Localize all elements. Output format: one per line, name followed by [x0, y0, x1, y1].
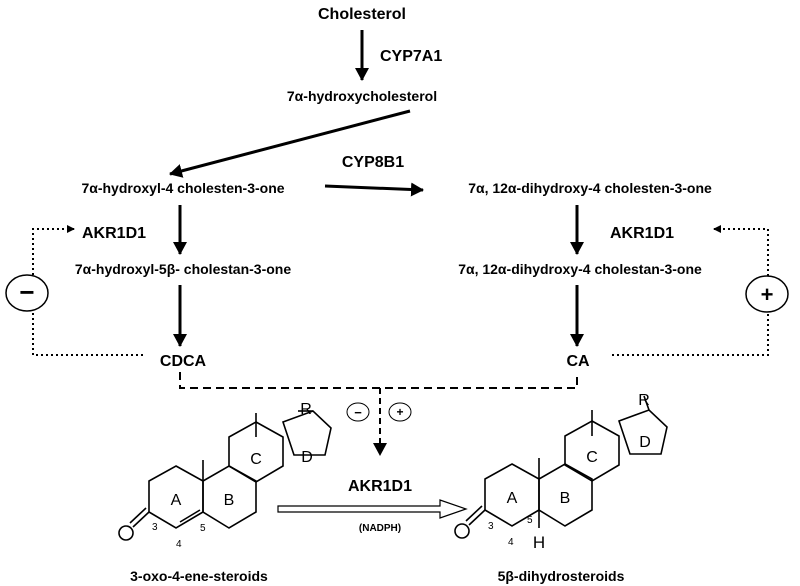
position-4-left: 4 [176, 539, 182, 550]
position-4-right: 4 [508, 537, 514, 548]
ring-b-right: B [560, 490, 571, 507]
node-7a-hydroxyl-4-cholesten-3-one: 7α-hydroxyl-4 cholesten-3-one [81, 180, 284, 196]
position-3-left: 3 [152, 522, 158, 533]
steroid-structure-right [454, 395, 668, 539]
ring-d-left: D [301, 449, 313, 466]
steroid-structure-left [118, 410, 332, 541]
node-7a-hydroxyl-5b-cholestan-3-one: 7α-hydroxyl-5β- cholestan-3-one [75, 261, 292, 277]
h-atom-right: H [533, 533, 545, 552]
inhibition-symbol: − [5, 274, 49, 312]
cofactor-nadph: (NADPH) [359, 523, 401, 534]
enzyme-cyp7a1: CYP7A1 [380, 48, 442, 65]
reaction-arrow [277, 499, 468, 519]
enzyme-akr1d1-right: AKR1D1 [610, 225, 674, 242]
position-5-left: 5 [200, 523, 206, 534]
node-cholesterol: Cholesterol [318, 6, 406, 23]
node-ca: CA [566, 353, 590, 370]
ring-d-right: D [639, 434, 651, 451]
activation-sign: + [761, 282, 774, 307]
small-activation-symbol: + [388, 402, 412, 422]
small-plus-sign: + [396, 405, 403, 419]
enzyme-akr1d1-left: AKR1D1 [82, 225, 146, 242]
position-5-right: 5 [527, 515, 533, 526]
r-group-right: R [638, 392, 650, 409]
small-minus-sign: − [354, 405, 362, 420]
enzyme-akr1d1-center: AKR1D1 [348, 478, 412, 495]
node-7a-12a-dihydroxy-4-cholestan-3-one: 7α, 12α-dihydroxy-4 cholestan-3-one [458, 261, 702, 277]
ring-c-right: C [586, 449, 598, 466]
ring-c-left: C [250, 451, 262, 468]
bile-acid-bracket [179, 372, 578, 389]
inhibition-sign: − [19, 277, 34, 307]
enzyme-cyp8b1: CYP8B1 [342, 154, 404, 171]
feedback-loop-ca [612, 225, 769, 356]
label-3-oxo-4-ene-steroids: 3-oxo-4-ene-steroids [130, 568, 268, 584]
position-3-right: 3 [488, 521, 494, 532]
feedback-loop-cdca [32, 225, 143, 356]
ring-b-left: B [224, 492, 235, 509]
arrow-to-hydroxyl4 [169, 109, 411, 178]
r-group-left: R [300, 401, 312, 418]
ring-a-left: A [171, 492, 182, 509]
node-7a-hydroxycholesterol: 7α-hydroxycholesterol [287, 88, 437, 104]
arrow-cyp8b1 [324, 182, 424, 197]
small-inhibition-symbol: − [346, 402, 370, 422]
node-7a-12a-dihydroxy-4-cholesten-3-one: 7α, 12α-dihydroxy-4 cholesten-3-one [468, 180, 712, 196]
node-cdca: CDCA [160, 353, 207, 370]
activation-symbol: + [745, 275, 789, 313]
label-5b-dihydrosteroids: 5β-dihydrosteroids [498, 568, 625, 584]
ring-a-right: A [507, 490, 518, 507]
